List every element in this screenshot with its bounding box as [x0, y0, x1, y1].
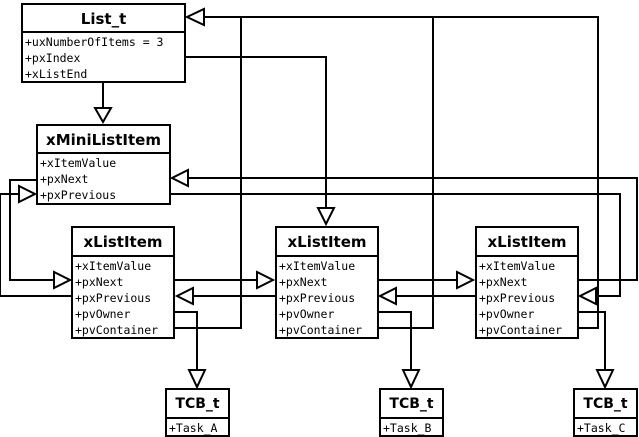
xlistitem-title: xListItem — [73, 228, 173, 257]
connector-pvowner-3 — [578, 311, 606, 370]
connector-pvowner-1 — [175, 311, 198, 370]
connector-mini-pxnext — [9, 179, 54, 281]
connector-pvcontainer-3 — [204, 16, 599, 329]
connector-item3-pxnext — [188, 177, 638, 281]
arrow-head-item2-top — [316, 207, 336, 227]
tcb-fields: +Task_C — [575, 419, 636, 436]
field-pxprevious: +pxPrevious — [40, 188, 117, 202]
arrow-head-item2-prev — [377, 286, 397, 306]
field-task: +Task_B — [383, 421, 432, 435]
field-pxnext: +pxNext — [479, 275, 528, 289]
field-xitemvalue: +xItemValue — [40, 156, 117, 170]
xminilistitem-title: xMiniListItem — [38, 126, 169, 154]
field-pvowner: +pvOwner — [479, 307, 535, 321]
arrow-head-item1-next — [53, 270, 73, 290]
field-pxnext: +pxNext — [40, 172, 89, 186]
connector-pvcontainer-2 — [378, 17, 434, 329]
field-pxprevious: +pxPrevious — [75, 291, 152, 305]
arrow-head-item3-prev — [577, 286, 597, 306]
arrow-head-mini-prev — [18, 184, 38, 204]
field-pxprevious: +pxPrevious — [479, 291, 556, 305]
xminilistitem-class: xMiniListItem +xItemValue +pxNext +pxPre… — [36, 124, 171, 205]
xlistitem-fields: +xItemValue +pxNext +pxPrevious +pvOwner… — [477, 257, 577, 338]
field-task: +Task_A — [169, 421, 218, 435]
tcb-fields: +Task_A — [167, 419, 228, 436]
field-pvcontainer: +pvContainer — [479, 323, 563, 337]
xlistitem-title: xListItem — [277, 228, 377, 257]
list-t-title: List_t — [23, 5, 184, 33]
xlistitem-2-class: xListItem +xItemValue +pxNext +pxPreviou… — [275, 226, 379, 339]
connector-pvowner-2 — [378, 311, 412, 370]
tcb-a-class: TCB_t +Task_A — [165, 388, 230, 437]
arrow-head-tcb-c — [595, 369, 615, 390]
tcb-title: TCB_t — [575, 390, 636, 419]
tcb-title: TCB_t — [381, 390, 442, 419]
field-pvowner: +pvOwner — [279, 307, 335, 321]
arrow-head-item1-prev — [174, 286, 194, 306]
field-pvowner: +pvOwner — [75, 307, 131, 321]
field-pxnext: +pxNext — [279, 275, 328, 289]
connector-mini-pxprevious — [171, 193, 621, 297]
connector-pxindex — [186, 56, 327, 208]
list-t-class: List_t +uxNumberOfItems = 3 +pxIndex +xL… — [21, 3, 186, 83]
tcb-title: TCB_t — [167, 390, 228, 419]
arrow-head-list — [184, 7, 205, 27]
field-xitemvalue: +xItemValue — [75, 259, 152, 273]
arrow-head-mini-next — [169, 168, 189, 188]
arrow-head-tcb-b — [401, 369, 421, 390]
connector-item1-pxprevious — [0, 193, 72, 297]
tcb-b-class: TCB_t +Task_B — [379, 388, 444, 437]
xlistitem-1-class: xListItem +xItemValue +pxNext +pxPreviou… — [71, 226, 175, 339]
field-pxindex: +pxIndex — [25, 51, 81, 65]
xminilistitem-fields: +xItemValue +pxNext +pxPrevious — [38, 154, 169, 203]
arrow-head-item2-next — [256, 270, 276, 290]
tcb-fields: +Task_B — [381, 419, 442, 436]
xlistitem-fields: +xItemValue +pxNext +pxPrevious +pvOwner… — [277, 257, 377, 338]
xlistitem-title: xListItem — [477, 228, 577, 257]
xlistitem-3-class: xListItem +xItemValue +pxNext +pxPreviou… — [475, 226, 579, 339]
field-xitemvalue: +xItemValue — [479, 259, 556, 273]
arrow-head-tcb-a — [187, 369, 207, 390]
tcb-c-class: TCB_t +Task_C — [573, 388, 638, 437]
list-t-fields: +uxNumberOfItems = 3 +pxIndex +xListEnd — [23, 33, 184, 82]
arrow-head-item3-next — [456, 270, 476, 290]
field-uxnumberofitems: +uxNumberOfItems = 3 — [25, 35, 164, 49]
field-pxnext: +pxNext — [75, 275, 124, 289]
field-pvcontainer: +pvContainer — [75, 323, 159, 337]
arrow-head-mini-top — [93, 107, 113, 125]
field-xitemvalue: +xItemValue — [279, 259, 356, 273]
field-xlistend: +xListEnd — [25, 67, 88, 81]
xlistitem-fields: +xItemValue +pxNext +pxPrevious +pvOwner… — [73, 257, 173, 338]
field-pxprevious: +pxPrevious — [279, 291, 356, 305]
field-pvcontainer: +pvContainer — [279, 323, 363, 337]
field-task: +Task_C — [577, 421, 626, 435]
